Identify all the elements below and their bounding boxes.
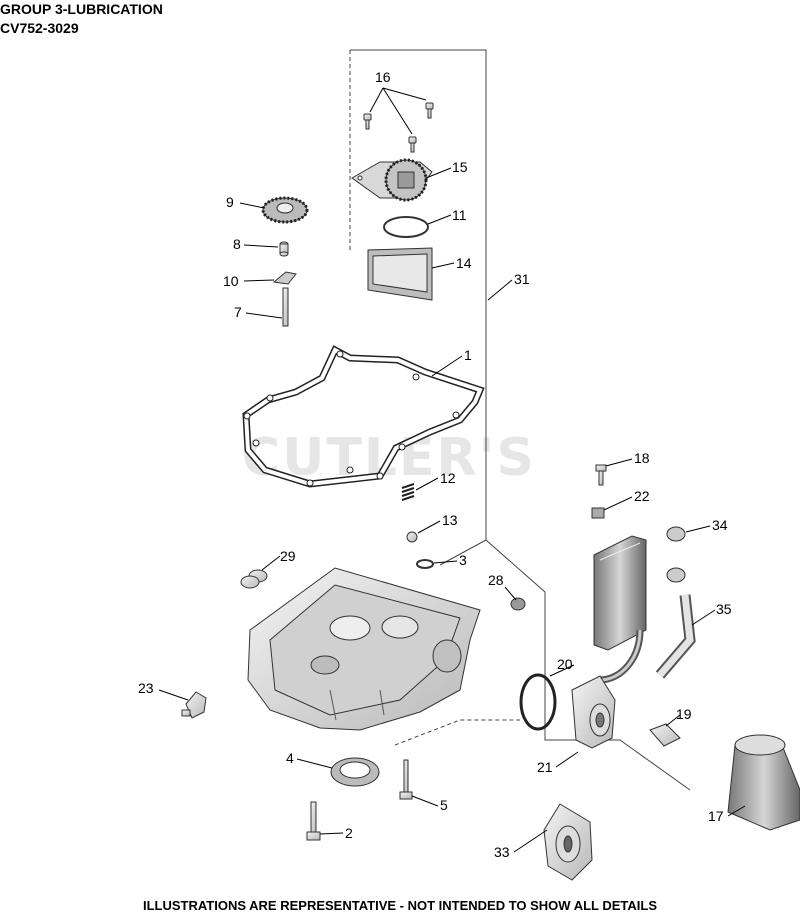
governor-gear: [261, 196, 309, 224]
oil-filter: [727, 734, 800, 831]
callout-1: 1: [464, 347, 472, 363]
callout-4: 4: [286, 750, 294, 766]
callout-18: 18: [634, 450, 650, 466]
pan-plug: [510, 597, 526, 611]
oil-pan: [247, 567, 481, 731]
oil-pan-gasket: [242, 345, 485, 488]
oil-cooler: [593, 535, 647, 651]
callout-15: 15: [452, 159, 468, 175]
callout-10: 10: [223, 273, 239, 289]
callout-11: 11: [452, 207, 467, 223]
callout-12: 12: [440, 470, 456, 486]
oil-pan-screw: [306, 801, 321, 841]
cooler-screw: [595, 464, 607, 486]
relief-spring: [401, 483, 415, 501]
relief-ball: [406, 531, 418, 543]
callout-2: 2: [345, 825, 353, 841]
callout-28: 28: [488, 572, 504, 588]
callout-5: 5: [440, 797, 448, 813]
callout-16: 16: [375, 69, 391, 85]
pan-seal-washer: [416, 559, 434, 569]
oil-cooler-adapter: [543, 803, 593, 881]
governor-washer: [272, 271, 297, 285]
callout-34: 34: [712, 517, 728, 533]
callout-22: 22: [634, 488, 650, 504]
governor-shaft: [279, 241, 289, 257]
group-title: GROUP 3-LUBRICATION: [0, 1, 163, 17]
oil-seal: [330, 757, 380, 787]
filter-adapter-gasket: [519, 673, 557, 731]
callout-14: 14: [456, 255, 472, 271]
callout-29: 29: [280, 548, 296, 564]
callout-17: 17: [708, 808, 724, 824]
callout-20: 20: [557, 656, 573, 672]
callout-8: 8: [233, 236, 241, 252]
leader-lines: [158, 87, 746, 853]
drain-plug: [181, 691, 207, 719]
callout-35: 35: [716, 601, 732, 617]
callout-3: 3: [459, 552, 467, 568]
title-block: GROUP 3-LUBRICATION CV752-3029: [0, 0, 163, 38]
clip-nut: [591, 507, 605, 519]
pump-o-ring: [383, 216, 429, 238]
pan-bushing: [240, 569, 268, 589]
oil-pickup-screen: [367, 247, 433, 301]
oil-pan-screw-long: [399, 759, 413, 800]
callout-33: 33: [494, 844, 510, 860]
model-number: CV752-3029: [0, 20, 79, 36]
callout-21: 21: [537, 759, 553, 775]
pump-screws: [363, 102, 434, 153]
callout-19: 19: [676, 706, 692, 722]
filter-nipple: [649, 723, 681, 747]
footer-disclaimer: ILLUSTRATIONS ARE REPRESENTATIVE - NOT I…: [143, 898, 657, 913]
hose-clamp: [666, 526, 686, 583]
callout-23: 23: [138, 680, 154, 696]
regulating-pin: [282, 287, 289, 327]
assembly-boundary-lines: [349, 49, 691, 791]
gasket-bolt-holes: [243, 350, 460, 487]
callout-13: 13: [442, 512, 458, 528]
oil-filter-adapter: [571, 675, 616, 749]
callout-7: 7: [234, 304, 242, 320]
callout-31: 31: [514, 271, 530, 287]
callout-numbers: 16 15 9 11 8 14 10 31 7 1 12 18 22 13 34…: [138, 69, 732, 860]
oil-pump: [351, 158, 433, 202]
callout-9: 9: [226, 194, 234, 210]
